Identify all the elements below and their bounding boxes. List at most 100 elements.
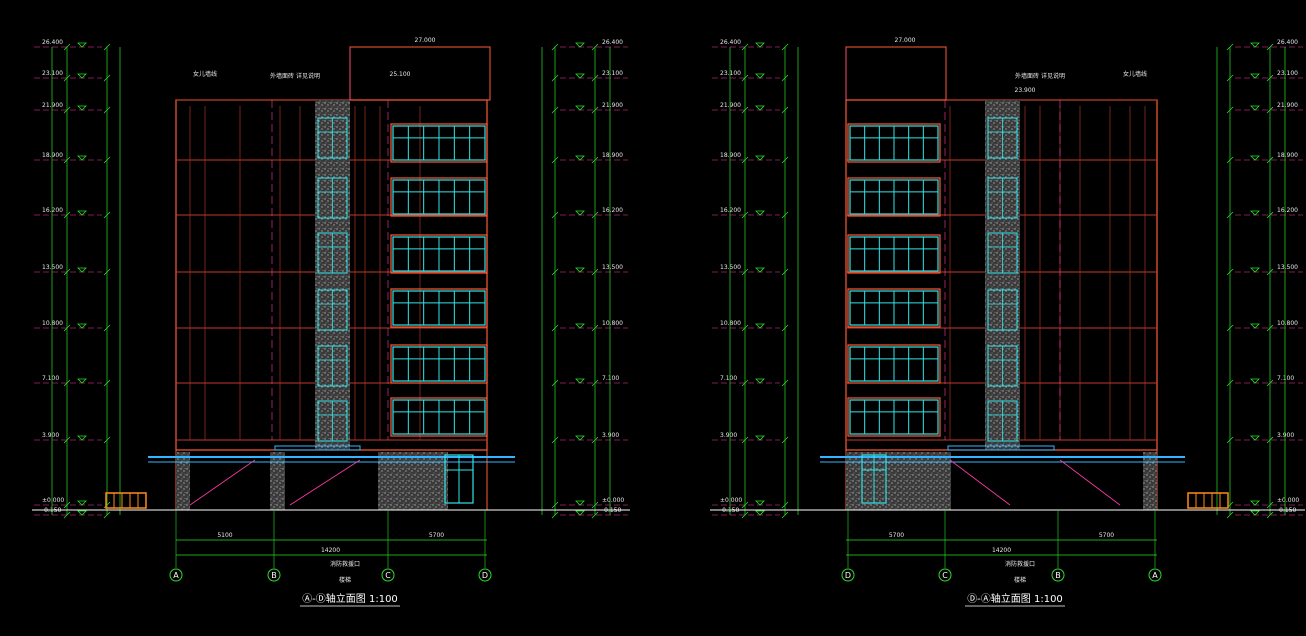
dimension-tick: [551, 268, 559, 276]
dimension-tick: [741, 211, 749, 219]
elevation-label-right: 13.500: [602, 264, 623, 271]
dimension-tick: [551, 74, 559, 82]
dimension-tick: [551, 324, 559, 332]
left-top-note: 女儿墙线: [193, 70, 217, 78]
right-roof-note: 27.000: [895, 37, 916, 44]
elevation-label-right: 13.500: [1277, 264, 1298, 271]
dimension-tick: [551, 43, 559, 51]
glazing-band-frame: [390, 123, 488, 163]
elevation-label-right: ±0.000: [1277, 497, 1299, 504]
level-marker-icon: [755, 73, 765, 79]
ground-stone-pier: [378, 452, 448, 510]
elevation-label-right: 23.100: [602, 70, 623, 77]
dimension-tick: [591, 156, 599, 164]
level-marker-icon: [575, 73, 585, 79]
dimension-tick: [741, 436, 749, 444]
entrance-slant: [289, 459, 361, 506]
dimension-tick: [741, 379, 749, 387]
level-marker-icon: [575, 323, 585, 329]
dimension-tick: [1226, 324, 1234, 332]
axis-letter: B: [1055, 571, 1061, 580]
dimension-tick: [781, 379, 789, 387]
dimension-tick: [741, 511, 749, 519]
elevation-label-right: 10.800: [1277, 320, 1298, 327]
level-marker-icon: [77, 267, 87, 273]
dimension-tick: [103, 156, 111, 164]
axis-letter: D: [845, 571, 851, 580]
axis-bubble: [1051, 568, 1065, 582]
elevation-label-right: 16.200: [1277, 207, 1298, 214]
garden-railing: [105, 492, 147, 509]
entrance-slant: [189, 459, 256, 506]
entrance-ramp: [274, 445, 361, 451]
level-marker-icon: [755, 210, 765, 216]
axis-letter: C: [385, 571, 391, 580]
dimension-tick: [63, 379, 71, 387]
axis-bubble: [1148, 568, 1162, 582]
glazing-band-frame: [390, 288, 488, 328]
elevation-label-right: 18.900: [1277, 152, 1298, 159]
level-marker-icon: [77, 510, 87, 516]
dimension-tick: [741, 156, 749, 164]
dimension-tick: [103, 268, 111, 276]
elevation-label-right: 3.900: [602, 432, 619, 439]
left-roof2-note: 25.100: [390, 71, 411, 78]
dimension-tick: [741, 43, 749, 51]
dimension-tick: [1266, 43, 1274, 51]
bottom-dimension-text: 14200: [992, 547, 1011, 554]
elevation-label-right: 7.100: [1277, 375, 1294, 382]
dimension-tick: [781, 74, 789, 82]
roof-parapet: [845, 46, 947, 101]
axis-bubble: [267, 568, 281, 582]
elevation-label-left: 18.900: [42, 152, 63, 159]
axis-bubble: [938, 568, 952, 582]
elevation-label-right: 21.900: [602, 102, 623, 109]
dimension-tick: [591, 511, 599, 519]
elevation-label-right: 10.800: [602, 320, 623, 327]
dimension-tick: [551, 156, 559, 164]
left-stair-note: 楼梯: [339, 576, 351, 584]
dimension-tick: [1266, 106, 1274, 114]
dimension-tick: [1226, 211, 1234, 219]
bottom-dimension-text: 14200: [321, 547, 340, 554]
dimension-tick: [63, 511, 71, 519]
dimension-tick: [591, 436, 599, 444]
dimension-tick: [591, 211, 599, 219]
dimension-tick: [63, 268, 71, 276]
dimension-tick: [591, 268, 599, 276]
dimension-tick: [1266, 211, 1274, 219]
dimension-tick: [1226, 436, 1234, 444]
elevation-label-right: 18.900: [602, 152, 623, 159]
dimension-tick: [781, 156, 789, 164]
glazing-band-frame: [847, 397, 941, 437]
level-marker-icon: [755, 105, 765, 111]
dimension-tick: [781, 43, 789, 51]
level-marker-icon: [77, 105, 87, 111]
dimension-tick: [63, 156, 71, 164]
dimension-tick: [1266, 324, 1274, 332]
dimension-tick: [591, 43, 599, 51]
level-marker-icon: [77, 435, 87, 441]
axis-letter: A: [173, 571, 179, 580]
glazing-band-frame: [390, 397, 488, 437]
level-marker-icon: [755, 510, 765, 516]
dimension-tick: [551, 379, 559, 387]
dimension-tick: [1226, 268, 1234, 276]
dimension-tick: [1226, 74, 1234, 82]
elevation-label-left: ±0.000: [720, 497, 742, 504]
elevation-label-left: 16.200: [720, 207, 741, 214]
elevation-label-left: 21.900: [720, 102, 741, 109]
dimension-tick: [63, 74, 71, 82]
level-marker-icon: [1250, 378, 1260, 384]
dimension-tick: [103, 501, 111, 509]
elevation-label-right: ±0.000: [602, 497, 624, 504]
dimension-tick: [551, 106, 559, 114]
dimension-tick: [781, 211, 789, 219]
glazing-band-frame: [847, 123, 941, 163]
dimension-tick: [741, 324, 749, 332]
level-marker-icon: [1250, 323, 1260, 329]
level-marker-icon: [77, 323, 87, 329]
dimension-tick: [1226, 43, 1234, 51]
level-marker-icon: [755, 42, 765, 48]
